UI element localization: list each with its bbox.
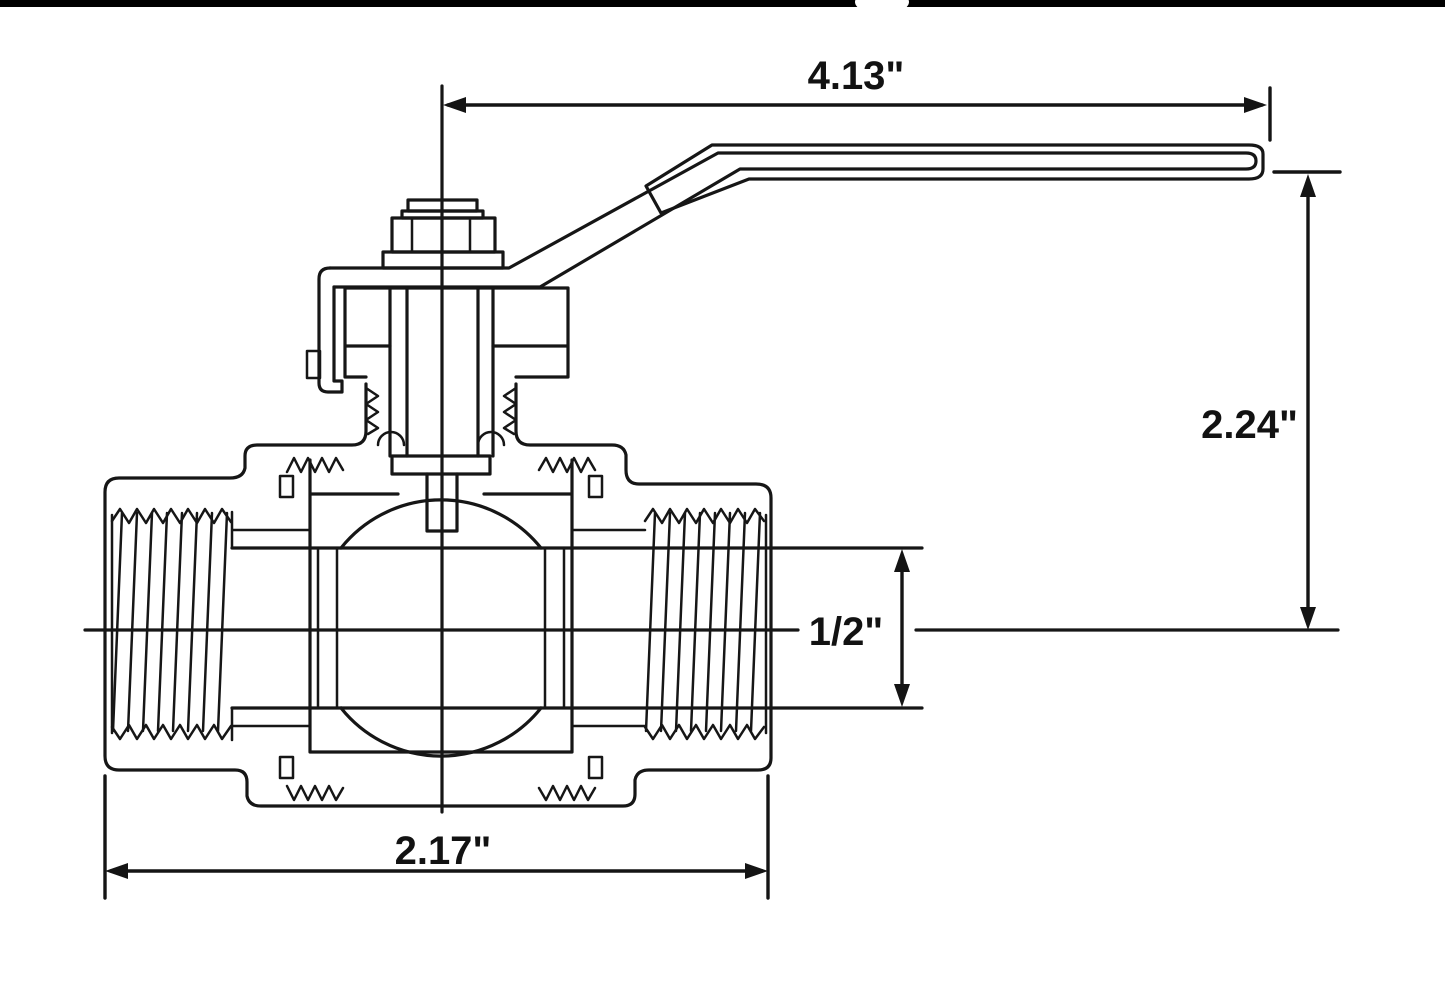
- dimension-body-length: 2.17": [103, 774, 770, 900]
- handle-grip: [644, 143, 1265, 215]
- handle-tab: [305, 349, 322, 380]
- stem-collar: [390, 454, 492, 476]
- stem-assembly: [343, 198, 570, 533]
- cavity-walls: [308, 458, 574, 754]
- packing-threads: [364, 386, 518, 436]
- right-threads: [643, 507, 768, 741]
- dimension-label-body-length: 2.17": [395, 829, 492, 873]
- stem-tip: [425, 472, 459, 533]
- body-outline: [103, 382, 773, 808]
- handle: [305, 143, 1265, 394]
- valve-body: [103, 382, 924, 808]
- spring-washers: [278, 456, 604, 802]
- extension-lines: [103, 774, 770, 900]
- dimension-label-overall-height: 2.24": [1201, 403, 1298, 447]
- left-threads: [110, 507, 233, 741]
- dimension-handle-length: 4.13": [443, 54, 1272, 142]
- bore-lines: [230, 546, 924, 710]
- gland-feet: [376, 430, 506, 447]
- dimension-label-bore: 1/2": [809, 610, 884, 654]
- dimension-overall-height: 2.24": [1201, 170, 1342, 630]
- dimension-bore: 1/2": [809, 549, 910, 707]
- seat-rings: [316, 546, 566, 710]
- top-edge-strip: [0, 0, 1445, 14]
- dimension-label-handle-length: 4.13": [808, 54, 905, 98]
- handle-bar: [328, 151, 1258, 289]
- stem: [405, 286, 480, 458]
- ball: [339, 498, 543, 758]
- stem-sleeve: [388, 286, 495, 458]
- packing-nut: [343, 286, 570, 379]
- port-steps: [230, 510, 647, 742]
- handle-hook: [317, 266, 344, 394]
